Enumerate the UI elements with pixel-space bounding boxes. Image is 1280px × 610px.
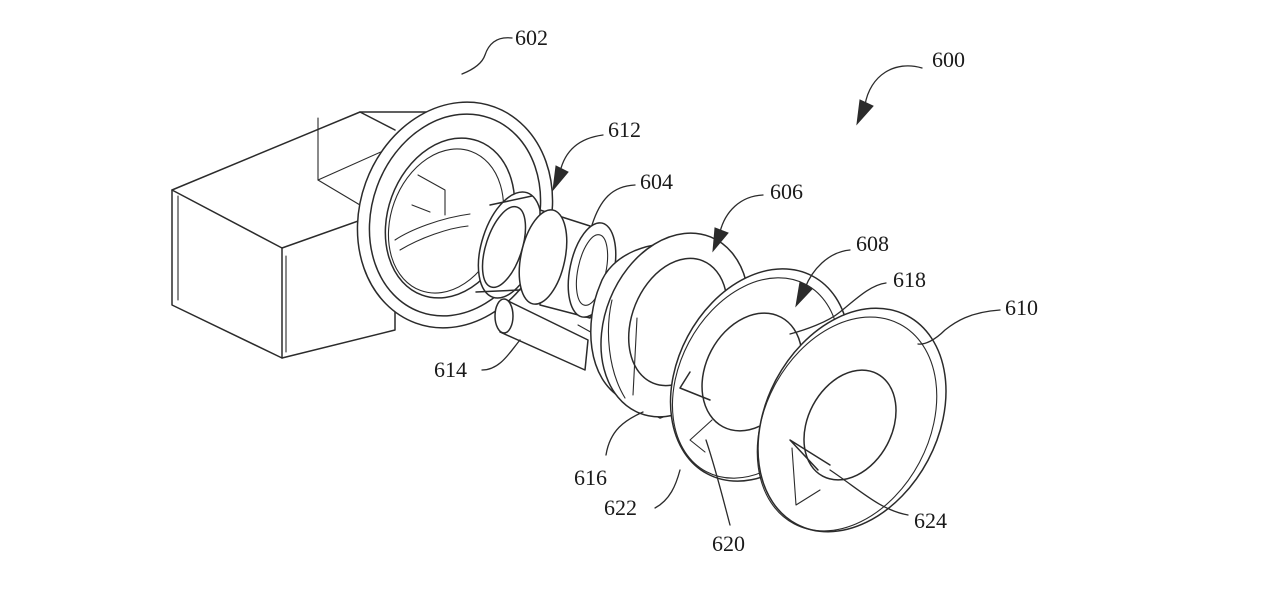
numeral-602: 602	[515, 25, 548, 50]
label-622: 622	[604, 470, 680, 520]
label-602: 602	[462, 25, 548, 74]
numeral-618: 618	[893, 267, 926, 292]
numeral-624: 624	[914, 508, 947, 533]
label-614: 614	[434, 340, 520, 382]
label-612: 612	[553, 117, 641, 190]
numeral-614: 614	[434, 357, 467, 382]
label-604: 604	[592, 169, 673, 225]
label-600: 600	[857, 47, 965, 124]
numeral-606: 606	[770, 179, 803, 204]
numeral-612: 612	[608, 117, 641, 142]
numeral-608: 608	[856, 231, 889, 256]
numeral-616: 616	[574, 465, 607, 490]
label-606: 606	[713, 179, 803, 251]
numeral-622: 622	[604, 495, 637, 520]
label-610: 610	[918, 295, 1038, 344]
numeral-610: 610	[1005, 295, 1038, 320]
numeral-620: 620	[712, 531, 745, 556]
label-616: 616	[574, 412, 643, 490]
numeral-600: 600	[932, 47, 965, 72]
numeral-604: 604	[640, 169, 673, 194]
